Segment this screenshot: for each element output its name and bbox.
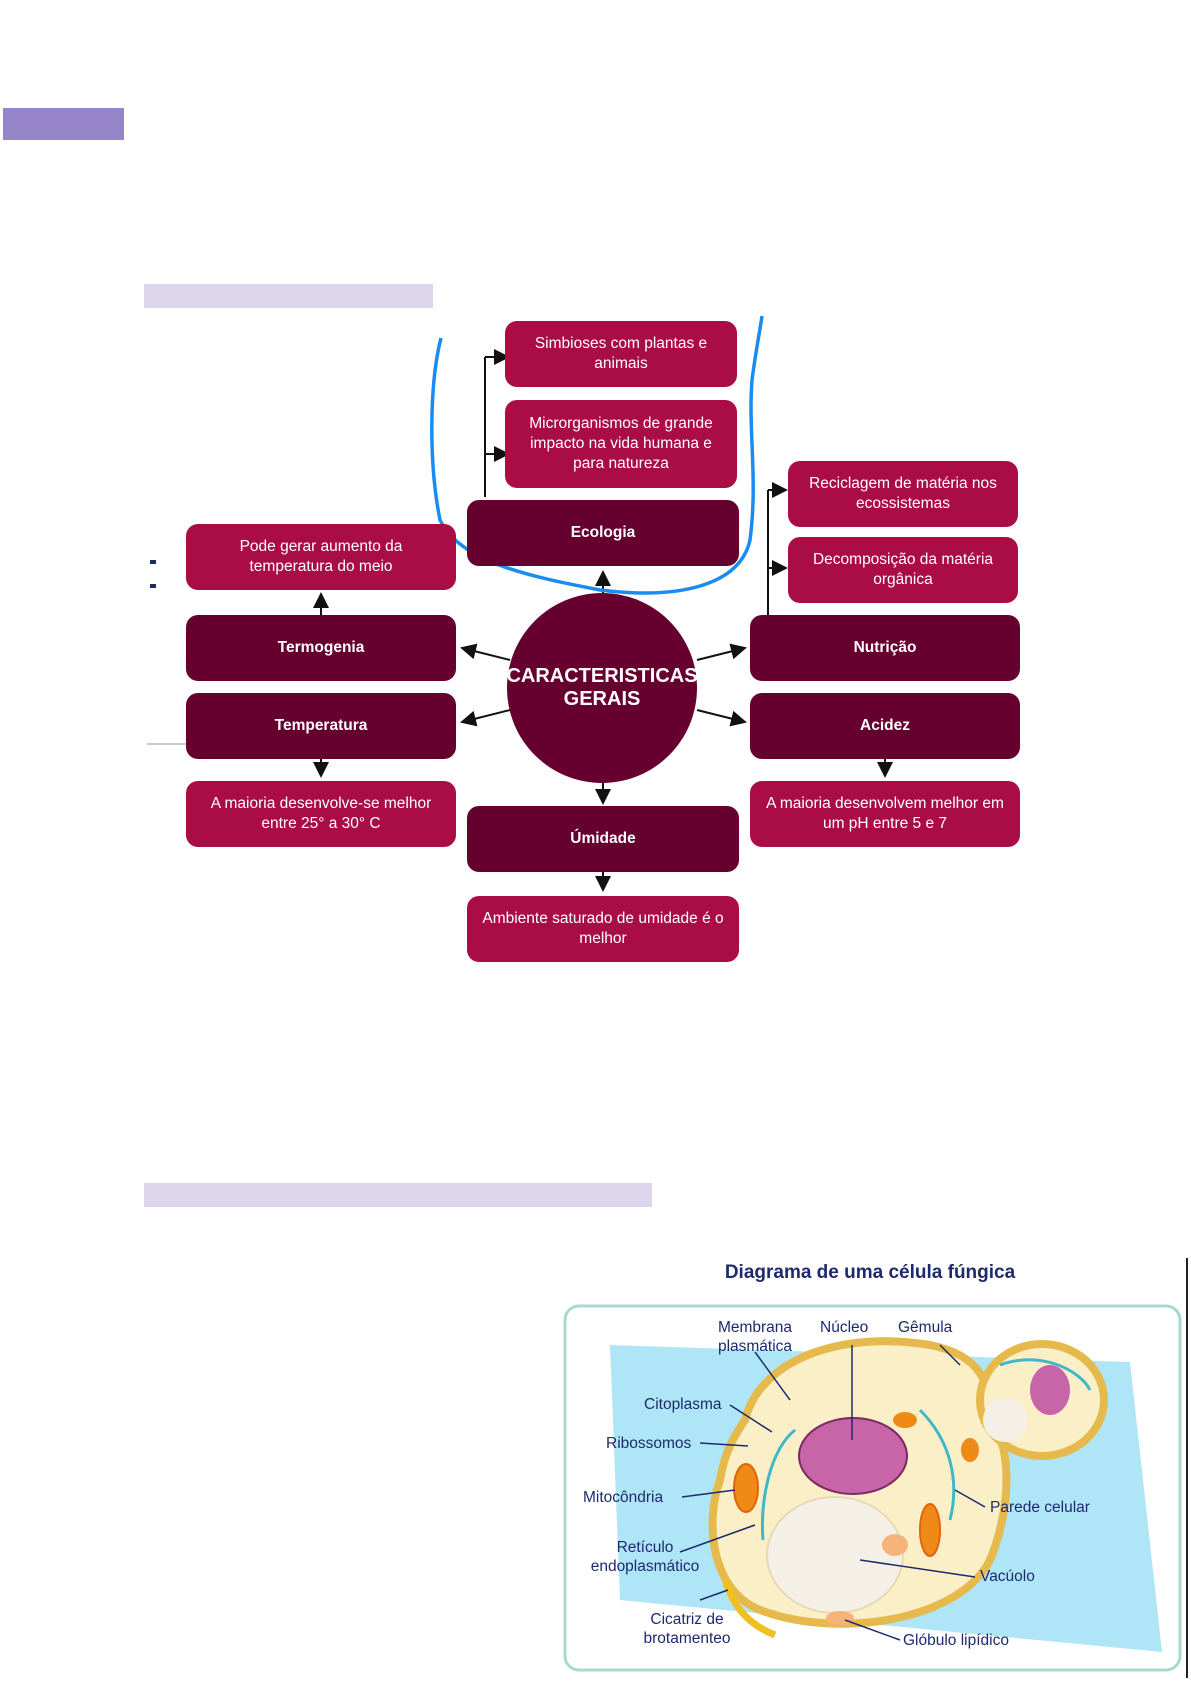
acidez-detail: A maioria desenvolvem melhor em um pH en… xyxy=(750,781,1020,847)
label-parede: Parede celular xyxy=(990,1499,1090,1516)
page-edge-line xyxy=(1186,1258,1188,1678)
ecologia-item-2: Microrganismos de grande impacto na vida… xyxy=(505,400,737,488)
label-citoplasma: Citoplasma xyxy=(644,1396,722,1413)
label-reticulo: Retículo endoplasmático xyxy=(590,1539,700,1575)
acidez-node: Acidez xyxy=(750,693,1020,759)
label-vacuolo: Vacúolo xyxy=(980,1568,1035,1585)
label-globulo: Glóbulo lipídico xyxy=(903,1632,1009,1649)
temperatura-node: Temperatura xyxy=(186,693,456,759)
header-tag-bar xyxy=(3,108,124,140)
cell-diagram-title: Diagrama de uma célula fúngica xyxy=(724,1262,1016,1283)
nutricao-node: Nutrição xyxy=(750,615,1020,681)
label-mitocondria: Mitocôndria xyxy=(583,1489,664,1506)
label-cicatriz: Cicatriz de brotamenteo xyxy=(643,1611,731,1647)
section-highlight-bar-1 xyxy=(144,284,433,308)
ecologia-node: Ecologia xyxy=(467,500,739,566)
label-gemula: Gêmula xyxy=(898,1319,953,1336)
termogenia-detail: Pode gerar aumento da temperatura do mei… xyxy=(186,524,456,590)
nutricao-item-2: Decomposição da matéria orgânica xyxy=(788,537,1018,603)
label-ribossomos: Ribossomos xyxy=(606,1435,692,1452)
section-highlight-bar-2 xyxy=(144,1183,652,1207)
center-node: CARACTERISTICAS GERAIS xyxy=(506,593,698,783)
ecologia-highlight-stroke xyxy=(430,315,764,595)
label-membrana: Membrana plasmática xyxy=(717,1319,793,1355)
temperatura-detail: A maioria desenvolve-se melhor entre 25°… xyxy=(186,781,456,847)
ecologia-item-1: Simbioses com plantas e animais xyxy=(505,321,737,387)
umidade-node: Úmidade xyxy=(467,806,739,872)
nutricao-item-1: Reciclagem de matéria nos ecossistemas xyxy=(788,461,1018,527)
umidade-detail: Ambiente saturado de umidade é o melhor xyxy=(467,896,739,962)
mindmap-connectors xyxy=(147,315,893,892)
label-nucleo: Núcleo xyxy=(820,1319,869,1336)
termogenia-node: Termogenia xyxy=(186,615,456,681)
